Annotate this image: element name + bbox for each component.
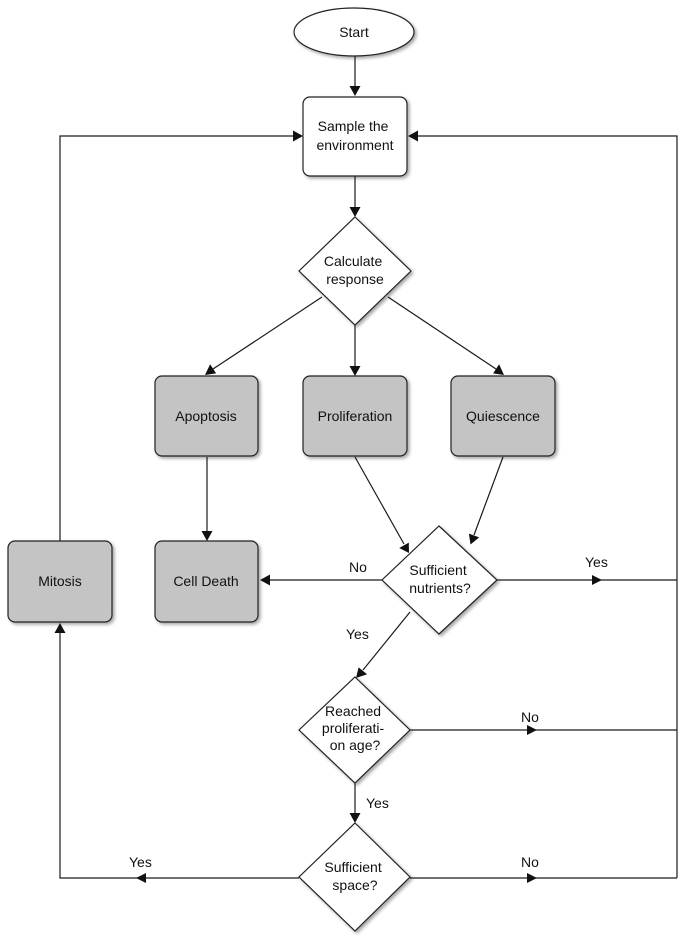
sample-environment-label: Sample the environment xyxy=(316,118,393,153)
cell-death-node xyxy=(154,540,259,623)
apoptosis-label: Apoptosis xyxy=(175,408,236,424)
reached-proliferation-age-label: Reached proliferati- on age? xyxy=(322,703,388,753)
arrowhead xyxy=(399,542,409,553)
arrowhead xyxy=(468,533,480,545)
arrowhead xyxy=(293,130,303,142)
reached-proliferation-age-decision xyxy=(298,676,411,784)
connectors xyxy=(54,56,678,883)
sufficient-space-decision xyxy=(298,822,411,932)
arrowhead xyxy=(356,667,368,678)
proliferation-node xyxy=(302,375,408,457)
quiescence-label: Quiescence xyxy=(466,408,540,424)
cell-death-label: Cell Death xyxy=(173,573,238,589)
arrowhead xyxy=(493,364,504,375)
edge-space-mitosis xyxy=(59,633,299,879)
arrowhead xyxy=(136,873,146,883)
edge-labels: No Yes Yes No Yes Yes No xyxy=(129,554,608,870)
start-node xyxy=(293,7,415,57)
arrowhead xyxy=(592,575,602,585)
edge-right-return xyxy=(418,135,678,878)
sufficient-space-label: Sufficient space? xyxy=(324,859,385,893)
mitosis-label: Mitosis xyxy=(38,573,82,589)
arrowhead xyxy=(54,623,66,633)
quiescence-node xyxy=(450,375,556,457)
arrowhead xyxy=(527,725,537,735)
arrowhead xyxy=(260,574,270,586)
label-space-no: No xyxy=(521,854,539,870)
arrowhead xyxy=(349,366,361,376)
arrowhead xyxy=(527,873,537,883)
arrowhead xyxy=(408,130,418,142)
edge-calculate-apoptosis xyxy=(212,296,323,370)
edge-quiescence-nutrients xyxy=(473,456,504,536)
sample-environment-node xyxy=(302,96,408,177)
arrowhead xyxy=(201,531,213,541)
label-nutrients-yes-down: Yes xyxy=(346,626,369,642)
arrowhead xyxy=(349,86,361,96)
calculate-response-label: Calculate response xyxy=(324,253,386,287)
arrowhead xyxy=(205,364,217,375)
calculate-response-decision xyxy=(298,216,412,326)
arrowhead xyxy=(349,207,361,217)
label-nutrients-yes-right: Yes xyxy=(585,554,608,570)
mitosis-node xyxy=(7,540,113,623)
label-age-yes: Yes xyxy=(366,795,389,811)
edge-mitosis-sample xyxy=(59,135,293,541)
sufficient-nutrients-decision xyxy=(381,525,498,635)
label-space-yes: Yes xyxy=(129,854,152,870)
start-label: Start xyxy=(339,24,369,40)
edge-nutrients-age xyxy=(362,611,411,671)
label-age-no: No xyxy=(521,709,539,725)
proliferation-label: Proliferation xyxy=(318,408,393,424)
sufficient-nutrients-label: Sufficient nutrients? xyxy=(409,562,471,596)
edge-calculate-quiescence xyxy=(387,296,497,370)
apoptosis-node xyxy=(154,375,259,457)
edge-proliferation-nutrients xyxy=(354,456,405,545)
arrowhead xyxy=(349,813,361,823)
label-nutrients-no: No xyxy=(349,559,367,575)
